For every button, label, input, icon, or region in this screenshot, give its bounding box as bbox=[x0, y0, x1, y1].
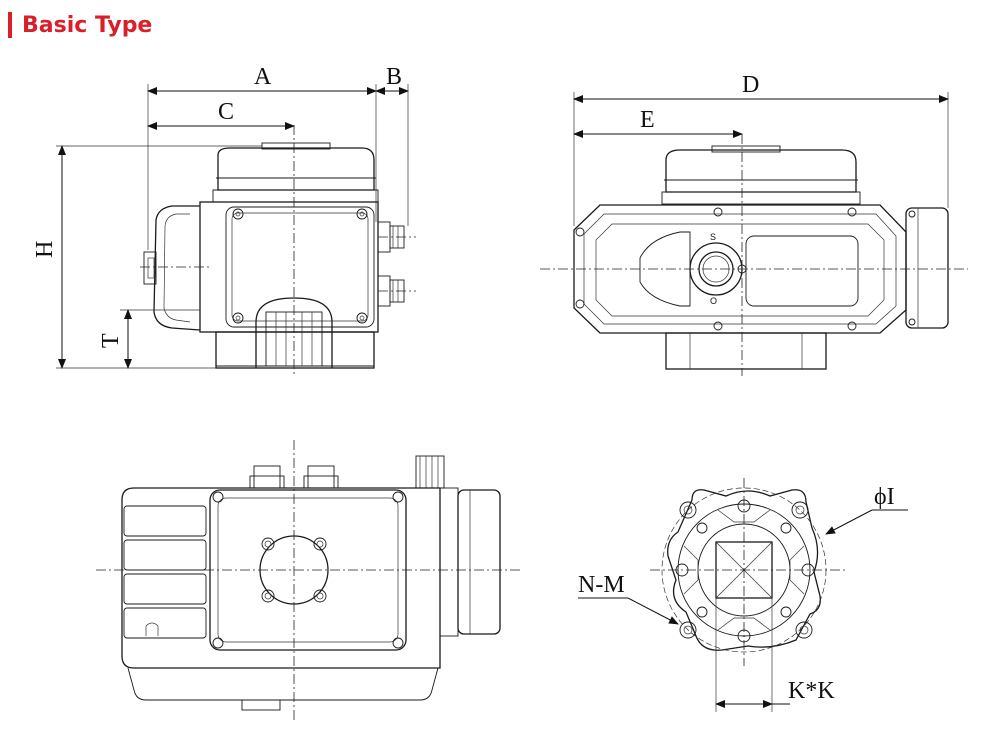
side-view: S O D E bbox=[540, 72, 968, 376]
dim-label-d: D bbox=[742, 72, 759, 98]
dim-label-a: A bbox=[254, 64, 272, 90]
dim-label-n-m: N-M bbox=[578, 572, 625, 598]
heading-accent-bar bbox=[8, 12, 12, 38]
top-view bbox=[96, 440, 520, 722]
dim-label-t: T bbox=[98, 333, 124, 348]
flange-view: ϕI N-M K*K bbox=[578, 478, 908, 712]
indicator-shut-mark: S bbox=[710, 232, 716, 242]
dim-label-k-k: K*K bbox=[788, 678, 835, 704]
dim-label-phi-i: ϕI bbox=[874, 484, 895, 510]
dim-label-h: H bbox=[32, 241, 58, 258]
page-title: Basic Type bbox=[22, 12, 153, 38]
dim-label-e: E bbox=[640, 107, 655, 133]
front-view: A B C H T bbox=[32, 64, 416, 376]
section-heading: Basic Type bbox=[8, 10, 152, 40]
dim-label-c: C bbox=[218, 99, 234, 125]
indicator-open-mark: O bbox=[710, 296, 717, 306]
dim-label-b: B bbox=[386, 64, 402, 90]
